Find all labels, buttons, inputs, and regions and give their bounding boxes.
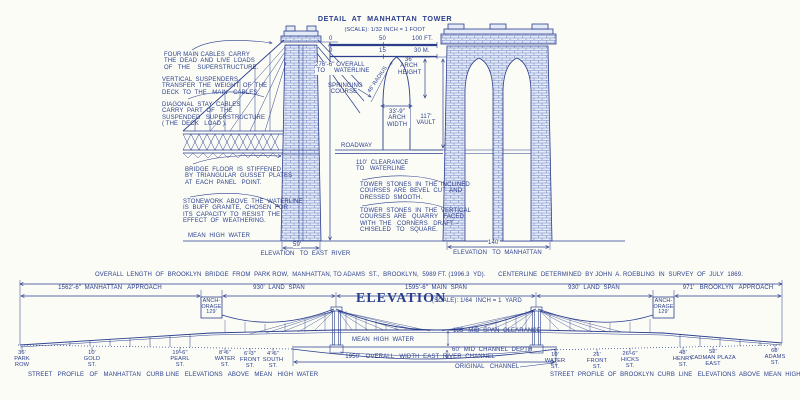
street-cadman-plaza: 52'CADMAN PLAZA EAST [690,349,736,367]
elevation-title: ELEVATION [356,291,447,306]
note-bridge-floor: BRIDGE FLOOR IS STIFFENED BY TRIANGULAR … [185,167,293,186]
dim-tower-front-width: 140' [488,240,500,247]
street-henry: 43'HENRY ST. [672,350,694,368]
left-tower-drawing [182,25,625,251]
street-gold: 10'GOLD ST. [83,350,101,368]
dim-overall-height: 276'-6" OVERALL TO WATERLINE [315,62,370,75]
span-land-east: 930' LAND SPAN [568,285,620,291]
dim-vault: 117' VAULT [416,114,436,127]
span-main: 1595'-6" MAIN SPAN [405,285,467,291]
label-roadway: ROADWAY [341,143,373,149]
note-main-cables: FOUR MAIN CABLES CARRY THE DEAD AND LIVE… [164,52,259,71]
note-stonework: STONEWORK ABOVE THE WATERLINE IS BUFF GR… [183,199,303,225]
caption-manhattan-profile: STREET PROFILE OF MANHATTAN CURB LINE EL… [28,372,319,378]
caption-brooklyn-profile: STREET PROFILE OF BROOKLYN CURB LINE ELE… [550,372,800,378]
detail-dimensions [321,41,455,240]
scalebar-m-15: 15 [379,48,386,54]
street-hicks: 26'-6"HICKS ST. [621,351,639,369]
street-park-row: 36'PARK ROW [14,350,30,368]
span-land-west: 930' LAND SPAN [253,285,305,291]
label-mean-high-water: MEAN HIGH WATER [352,337,415,343]
detail-title: DETAIL AT MANHATTAN TOWER [317,14,453,23]
elevation-scale-note: (SCALE): 1/64 INCH = 1 YARD [432,298,522,304]
scalebar-ft-100: 100 FT. [412,36,433,42]
street-front-bk: 21'FRONT ST. [586,352,608,370]
label-mean-high-water-detail: MEAN HIGH WATER [188,233,251,239]
street-pearl: 19'-6"PEARL ST. [170,350,190,368]
bridge-profile [17,280,782,368]
caption-elevation-east-river: ELEVATION TO EAST RIVER [260,251,351,257]
detail-scale-note: (SCALE): 1/32 INCH = 1 FOOT [344,27,426,33]
span-manhattan-approach: 1562'-6" MANHATTAN APPROACH [58,285,162,291]
right-tower-drawing [440,23,557,250]
scalebar-m-30: 30 M. [414,48,430,54]
scalebar-ft-0: 0 [329,36,333,42]
label-mid-span-clearance: 135' MID SPAN CLEARANCE [453,328,541,334]
street-south: 4'-6"SOUTH ST. [262,351,284,369]
label-mid-channel-depth: 60' MID CHANNEL DEPTH [452,347,533,353]
dim-clearance: 110' CLEARANCE TO WATERLINE [356,160,409,173]
street-front-mn: 6'-3"FRONT ST. [239,351,261,369]
label-springing-course: SPRINGING COURSE [328,83,363,96]
span-brooklyn-approach: 971' BROOKLYN APPROACH [682,285,774,291]
caption-elevation-manhattan: ELEVATION TO MANHATTAN [453,250,542,256]
anchorage-west: ANCH- ORAGE 129' [201,298,222,316]
note-suspenders: VERTICAL SUSPENDERS TRANSFER THE WEIGHT … [162,77,268,96]
anchorage-east: ANCH- ORAGE 129' [653,298,674,316]
label-original-channel: ORIGINAL CHANNEL [455,364,520,370]
dim-channel-width: 1950' OVERALL WIDTH EAST RIVER CHANNEL [345,354,495,360]
scalebar-ft-50: 50 [379,36,386,42]
dim-arch-width: 33'-9" ARCH WIDTH [384,109,410,129]
street-adams: 68'ADAMS ST. [764,348,786,366]
dim-tower-side-width: 59' [293,242,302,249]
note-inclined-courses: TOWER STONES IN THE INCLINED COURSES ARE… [360,182,470,201]
overall-length-note: OVERALL LENGTH OF BROOKLYN BRIDGE FROM P… [95,272,744,278]
street-water-mn: 8'-6"WATER ST. [214,350,236,368]
note-vertical-courses: TOWER STONES IN THE VERTICAL COURSES ARE… [360,208,472,234]
dim-arch-height: 36' ARCH HEIGHT [398,57,422,76]
scalebar-m-0: 0 [329,48,333,54]
note-stay-cables: DIAGONAL STAY CABLES CARRY PART OF THE S… [162,102,266,128]
street-water-bk: 10'WATER ST. [544,352,566,370]
